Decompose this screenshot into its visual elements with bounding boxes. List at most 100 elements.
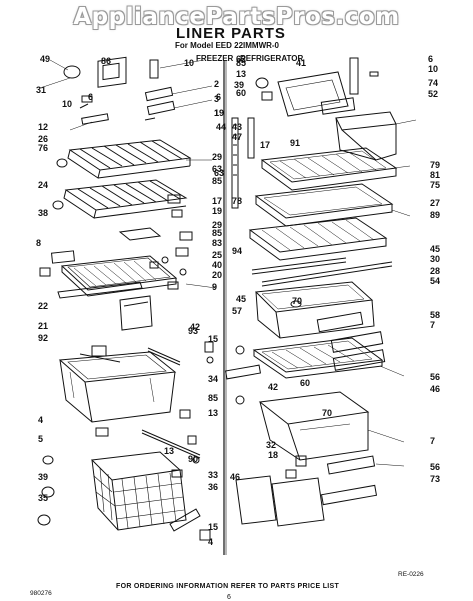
refrigerator-crisper-cover <box>224 337 384 405</box>
callout-number: 56 <box>430 372 440 382</box>
callout-number: 35 <box>38 493 48 503</box>
callout-number: 85 <box>212 228 222 238</box>
callout-number: 34 <box>208 374 218 384</box>
freezer-top-fittings <box>63 56 176 125</box>
reference-code: RE-0226 <box>398 571 424 578</box>
callout-number: 40 <box>212 260 222 270</box>
callout-number: 63 <box>212 164 222 174</box>
callout-number: 58 <box>430 310 440 320</box>
callout-number: 39 <box>234 80 244 90</box>
callout-number: 31 <box>36 85 46 95</box>
refrigerator-shelf-top <box>260 147 398 191</box>
callout-number: 7 <box>430 436 435 446</box>
callout-number: 10 <box>62 99 72 109</box>
refrigerator-shelf-third <box>248 217 388 261</box>
callout-number: 79 <box>430 160 440 170</box>
callout-number: 89 <box>430 210 440 220</box>
callout-number: 42 <box>190 322 200 332</box>
callout-number: 76 <box>38 143 48 153</box>
callout-number: 19 <box>214 108 224 118</box>
callout-number: 78 <box>232 196 242 206</box>
callout-number: 18 <box>268 450 278 460</box>
callout-number: 25 <box>212 250 222 260</box>
model-subtitle: For Model EED 22IMMWR-0 <box>175 41 280 50</box>
freezer-wire-shelf-upper <box>67 139 192 179</box>
callout-number: 19 <box>212 206 222 216</box>
callout-number: 10 <box>428 64 438 74</box>
callout-number: 46 <box>430 384 440 394</box>
callout-number: 28 <box>430 266 440 276</box>
refrigerator-pan-handles <box>316 311 386 371</box>
callout-number: 5 <box>38 434 43 444</box>
callout-number: 83 <box>212 238 222 248</box>
callout-number: 4 <box>38 415 43 425</box>
callout-number: 13 <box>236 69 246 79</box>
freezer-bottom-parts <box>37 486 211 541</box>
callout-number: 21 <box>38 321 48 331</box>
freezer-basket-rails <box>42 409 201 478</box>
callout-number: 57 <box>232 306 242 316</box>
callout-number: 32 <box>266 440 276 450</box>
callout-number: 15 <box>208 522 218 532</box>
callout-number: 42 <box>268 382 278 392</box>
callout-number: 17 <box>212 196 222 206</box>
callout-number: 86 <box>101 56 111 66</box>
callout-number: 70 <box>292 296 302 306</box>
callout-number: 93 <box>188 326 198 336</box>
callout-number: 56 <box>430 462 440 472</box>
callout-number: 73 <box>430 474 440 484</box>
callout-number: 6 <box>88 92 93 102</box>
refrigerator-slide-rails <box>251 257 393 287</box>
callout-number: 46 <box>230 472 240 482</box>
callout-number: 27 <box>430 198 440 208</box>
callout-number: 85 <box>236 58 246 68</box>
callout-number: 2 <box>214 79 219 89</box>
callout-number: 62 <box>236 54 246 64</box>
callout-number: 38 <box>38 208 48 218</box>
callout-number: 75 <box>430 180 440 190</box>
callout-number: 85 <box>212 176 222 186</box>
callout-number: 45 <box>430 244 440 254</box>
callout-number: 39 <box>38 472 48 482</box>
callout-number: 12 <box>38 122 48 132</box>
refrigerator-bottom-parts <box>235 455 378 527</box>
refrigerator-shelf-second <box>254 183 394 227</box>
callout-number: 33 <box>208 470 218 480</box>
callout-number: 7 <box>430 320 435 330</box>
callout-number: 63 <box>214 168 224 178</box>
callout-number: 1 <box>214 108 219 118</box>
freezer-bin <box>58 351 177 423</box>
callout-number: 15 <box>208 334 218 344</box>
callout-number: 8 <box>36 238 41 248</box>
callout-number: 90 <box>188 454 198 464</box>
callout-number: 91 <box>290 138 300 148</box>
refrigerator-shelf-ladders <box>231 117 255 209</box>
callout-number: 54 <box>430 276 440 286</box>
callout-number: 47 <box>232 132 242 142</box>
page-number: 6 <box>227 594 231 601</box>
callout-number: 60 <box>236 88 246 98</box>
callout-number: 94 <box>232 246 242 256</box>
callout-number: 44 <box>216 122 226 132</box>
callout-number: 22 <box>38 301 48 311</box>
callout-number: 70 <box>322 408 332 418</box>
freezer-wire-shelf-lower <box>63 179 188 219</box>
freezer-shelf-trim <box>57 281 153 331</box>
callout-number: 4 <box>208 537 213 547</box>
callout-number: 26 <box>38 134 48 144</box>
callout-number: 17 <box>260 140 270 150</box>
freezer-shelf-supports <box>39 158 193 290</box>
callout-number: 30 <box>430 254 440 264</box>
callout-number: 92 <box>38 333 48 343</box>
callout-number: 13 <box>208 408 218 418</box>
callout-leaders <box>39 59 417 467</box>
callout-number: 52 <box>428 89 438 99</box>
diagram-title: LINER PARTS <box>176 25 286 42</box>
freezer-wire-basket <box>90 451 187 531</box>
refrigerator-section-label: REFRIGERATOR <box>240 54 304 63</box>
callout-number: 10 <box>184 58 194 68</box>
refrigerator-crisper-drawer <box>258 391 370 461</box>
callout-number: 24 <box>38 180 48 190</box>
callout-number: 60 <box>300 378 310 388</box>
